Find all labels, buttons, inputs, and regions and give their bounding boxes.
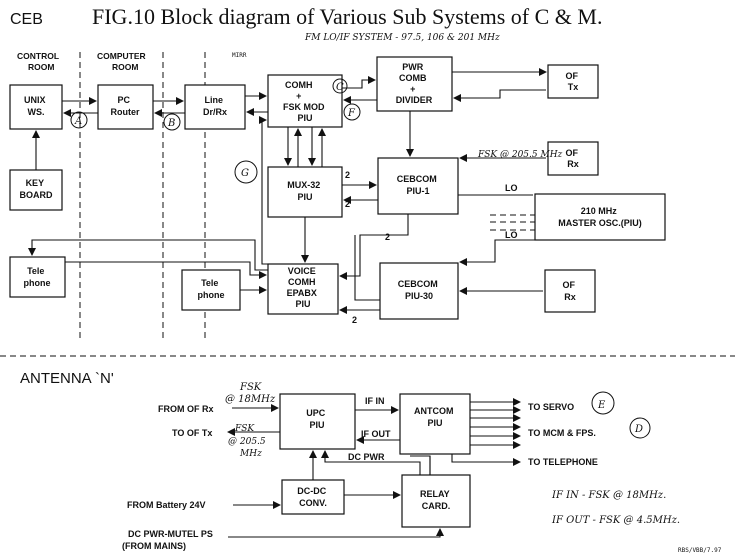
marker-g-circle (234, 160, 258, 184)
voice-epabx-block (267, 263, 339, 315)
antcom-piu-label: ANTCOM PIU (414, 406, 456, 428)
of-rx-bottom-block (544, 269, 596, 313)
from-of-rx-label: FROM OF Rx (158, 404, 214, 414)
marker-d-circle (629, 417, 651, 439)
comh-fsk-mod-block (267, 74, 343, 128)
to-mcm-label: TO MCM & FPS. (528, 428, 596, 438)
if-in-label: IF IN (365, 396, 385, 406)
lo-label-1: LO (505, 183, 518, 193)
cebcom-piu-1-block (377, 157, 459, 215)
of-tx-label: OF Tx (565, 71, 580, 92)
if-in-note: IF IN - FSK @ 18MHz. (551, 490, 666, 501)
unix-ws-label: UNIX WS. (24, 95, 48, 117)
bus-count-2: 2 (345, 199, 350, 209)
to-telephone-label: TO TELEPHONE (528, 457, 598, 467)
fsk-18-note: FSK @ 18MHz (225, 382, 276, 405)
marker-e-circle (591, 391, 615, 415)
marker-g: G (241, 168, 249, 179)
antenna-heading: ANTENNA `N' (20, 370, 114, 387)
line-driver-block (184, 84, 246, 130)
marker-f-circle (343, 103, 361, 121)
marker-b: B (167, 118, 175, 129)
upc-piu-block (279, 393, 356, 450)
pwr-comb-divider-label: PWR COMB + DIVIDER (396, 62, 433, 105)
telephone-left-label: Tele phone (24, 266, 51, 288)
bus-count-4: 2 (352, 315, 357, 325)
relay-card-block (401, 474, 471, 528)
top-connections (28, 68, 547, 314)
fsk-205-note: FSK @ 205.5 MHz (228, 424, 269, 459)
lo-label-2: LO (505, 230, 518, 240)
marker-c-circle (332, 78, 348, 94)
figure-title: FIG.10 Block diagram of Various Sub Syst… (92, 4, 602, 29)
initials-label: RBS/VBB/7.97 (678, 547, 722, 554)
mutel-label: DC PWR-MUTEL PS (FROM MAINS) (122, 529, 215, 551)
bus-count-3: 2 (385, 232, 390, 242)
telephone-mid-label: Tele phone (198, 278, 225, 300)
cebcom-piu-1-label: CEBCOM PIU-1 (397, 174, 440, 196)
keyboard-label: KEY BOARD (20, 178, 53, 200)
dc-pwr-label: DC PWR (348, 452, 385, 462)
mirr-label: MIRR (232, 52, 247, 59)
marker-c: C (336, 82, 344, 93)
dc-dc-conv-label: DC-DC CONV. (297, 486, 329, 508)
antcom-piu-block (399, 393, 471, 455)
to-servo-label: TO SERVO (528, 402, 574, 412)
pc-router-block (97, 84, 154, 130)
marker-b-circle (163, 113, 181, 131)
telephone-left-block (9, 256, 66, 298)
cebcom-piu-30-label: CEBCOM PIU-30 (398, 279, 441, 301)
voice-epabx-label: VOICE COMH EPABX PIU (287, 266, 320, 309)
master-osc-block (534, 193, 666, 241)
mux-32-label: MUX-32 PIU (287, 180, 323, 202)
bus-count-1: 2 (345, 170, 350, 180)
keyboard-block (9, 169, 63, 211)
of-rx-bottom-label: OF Rx (562, 280, 577, 302)
marker-f: F (347, 108, 356, 119)
master-osc-label: 210 MHz MASTER OSC.(PIU) (558, 206, 642, 228)
comh-fsk-mod-label: COMH + FSK MOD PIU (283, 80, 327, 123)
upc-piu-label: UPC PIU (306, 408, 328, 430)
marker-a: A (74, 116, 82, 127)
if-out-note: IF OUT - FSK @ 4.5MHz. (551, 515, 680, 526)
dc-dc-conv-block (281, 479, 345, 515)
of-tx-block (547, 64, 599, 99)
computer-room-header: COMPUTER ROOM (97, 51, 148, 72)
ceb-tag: CEB (10, 11, 43, 28)
if-out-label: IF OUT (361, 429, 391, 439)
marker-a-circle (70, 111, 88, 129)
marker-e: E (597, 400, 606, 411)
battery-label: FROM Battery 24V (127, 500, 206, 510)
to-of-tx-label: TO OF Tx (172, 428, 212, 438)
pc-router-label: PC Router (111, 95, 140, 117)
line-driver-label: Line Dr/Rx (203, 95, 227, 117)
antenna-connections (227, 398, 521, 538)
marker-d: D (634, 424, 643, 435)
control-room-header: CONTROL ROOM (17, 51, 61, 72)
relay-card-label: RELAY CARD. (420, 489, 452, 511)
unix-ws-block (9, 84, 63, 130)
of-rx-top-block (547, 141, 599, 176)
pwr-comb-divider-block (376, 56, 453, 112)
fm-system-note: FM LO/IF SYSTEM - 97.5, 106 & 201 MHz (304, 33, 500, 43)
of-rx-top-label: OF Rx (565, 148, 580, 169)
cebcom-piu-30-block (379, 262, 459, 320)
mux-32-block (267, 166, 343, 218)
fsk-rx-note: FSK @ 205.5 MHz (477, 150, 563, 160)
